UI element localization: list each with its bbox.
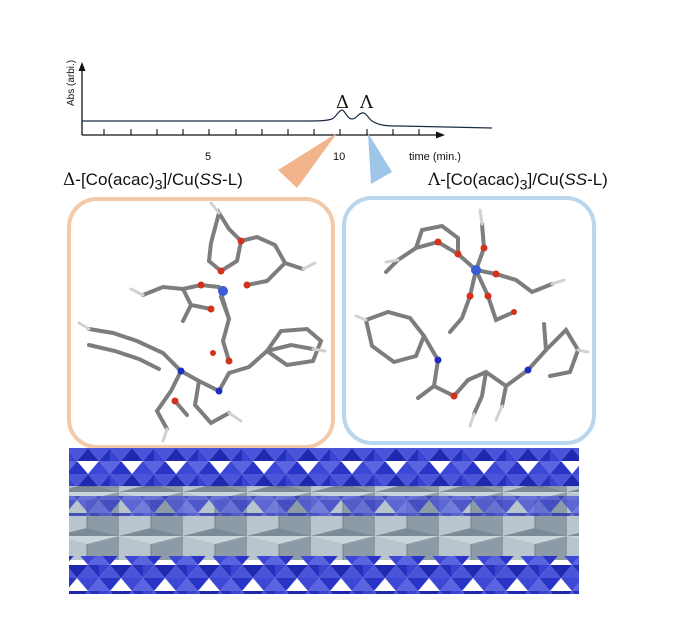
- lambda-symbol: Λ: [428, 170, 441, 190]
- lambda-structure-panel: [342, 196, 596, 445]
- peak-label-delta: Δ: [336, 92, 349, 113]
- callout-arrows: [278, 133, 392, 188]
- lambda-caption-subscript: 3: [519, 177, 528, 194]
- delta-caption-subscript: 3: [154, 177, 163, 194]
- y-axis-label: Abs (arbi.): [66, 60, 77, 106]
- delta-caption-part3: -L): [222, 170, 243, 189]
- layered-crystal-structure: [69, 448, 579, 594]
- tick-label-10: 10: [333, 151, 345, 163]
- delta-symbol: Δ: [63, 170, 76, 190]
- delta-caption-part2: ]/Cu(: [162, 170, 200, 189]
- delta-callout-arrow: [278, 133, 337, 188]
- delta-structure-panel: [67, 197, 335, 449]
- chromatogram-trace: [82, 109, 493, 129]
- cobalt-atom: [218, 286, 228, 296]
- lambda-caption-italic: SS: [564, 170, 588, 189]
- lambda-caption-part2: ]/Cu(: [527, 170, 565, 189]
- x-axis-label: time (min.): [409, 151, 461, 163]
- lambda-callout-arrow: [368, 133, 392, 184]
- delta-caption-italic: SS: [199, 170, 223, 189]
- y-axis-arrow: [78, 62, 86, 71]
- x-axis-arrow: [436, 131, 445, 139]
- chromatogram-plot: Abs (arbi.) 5 10 time (min.) Δ Λ: [66, 60, 493, 163]
- x-axis-ticks: [103, 129, 420, 135]
- peak-label-lambda: Λ: [359, 92, 374, 113]
- lambda-caption: Λ-[Co(acac)3]/Cu(SS-L): [428, 170, 608, 193]
- cobalt-atom: [471, 265, 481, 275]
- lambda-molecule-model: [354, 208, 590, 428]
- bottom-tetrahedral-sheet: [69, 556, 579, 594]
- lambda-caption-part1: -[Co(acac): [440, 170, 520, 189]
- delta-caption: Δ-[Co(acac)3]/Cu(SS-L): [63, 170, 243, 193]
- delta-molecule-model: [77, 201, 327, 443]
- top-tetrahedral-sheet: [69, 448, 579, 488]
- tick-label-5: 5: [205, 151, 211, 163]
- delta-caption-part1: -[Co(acac): [75, 170, 155, 189]
- lambda-caption-part3: -L): [587, 170, 608, 189]
